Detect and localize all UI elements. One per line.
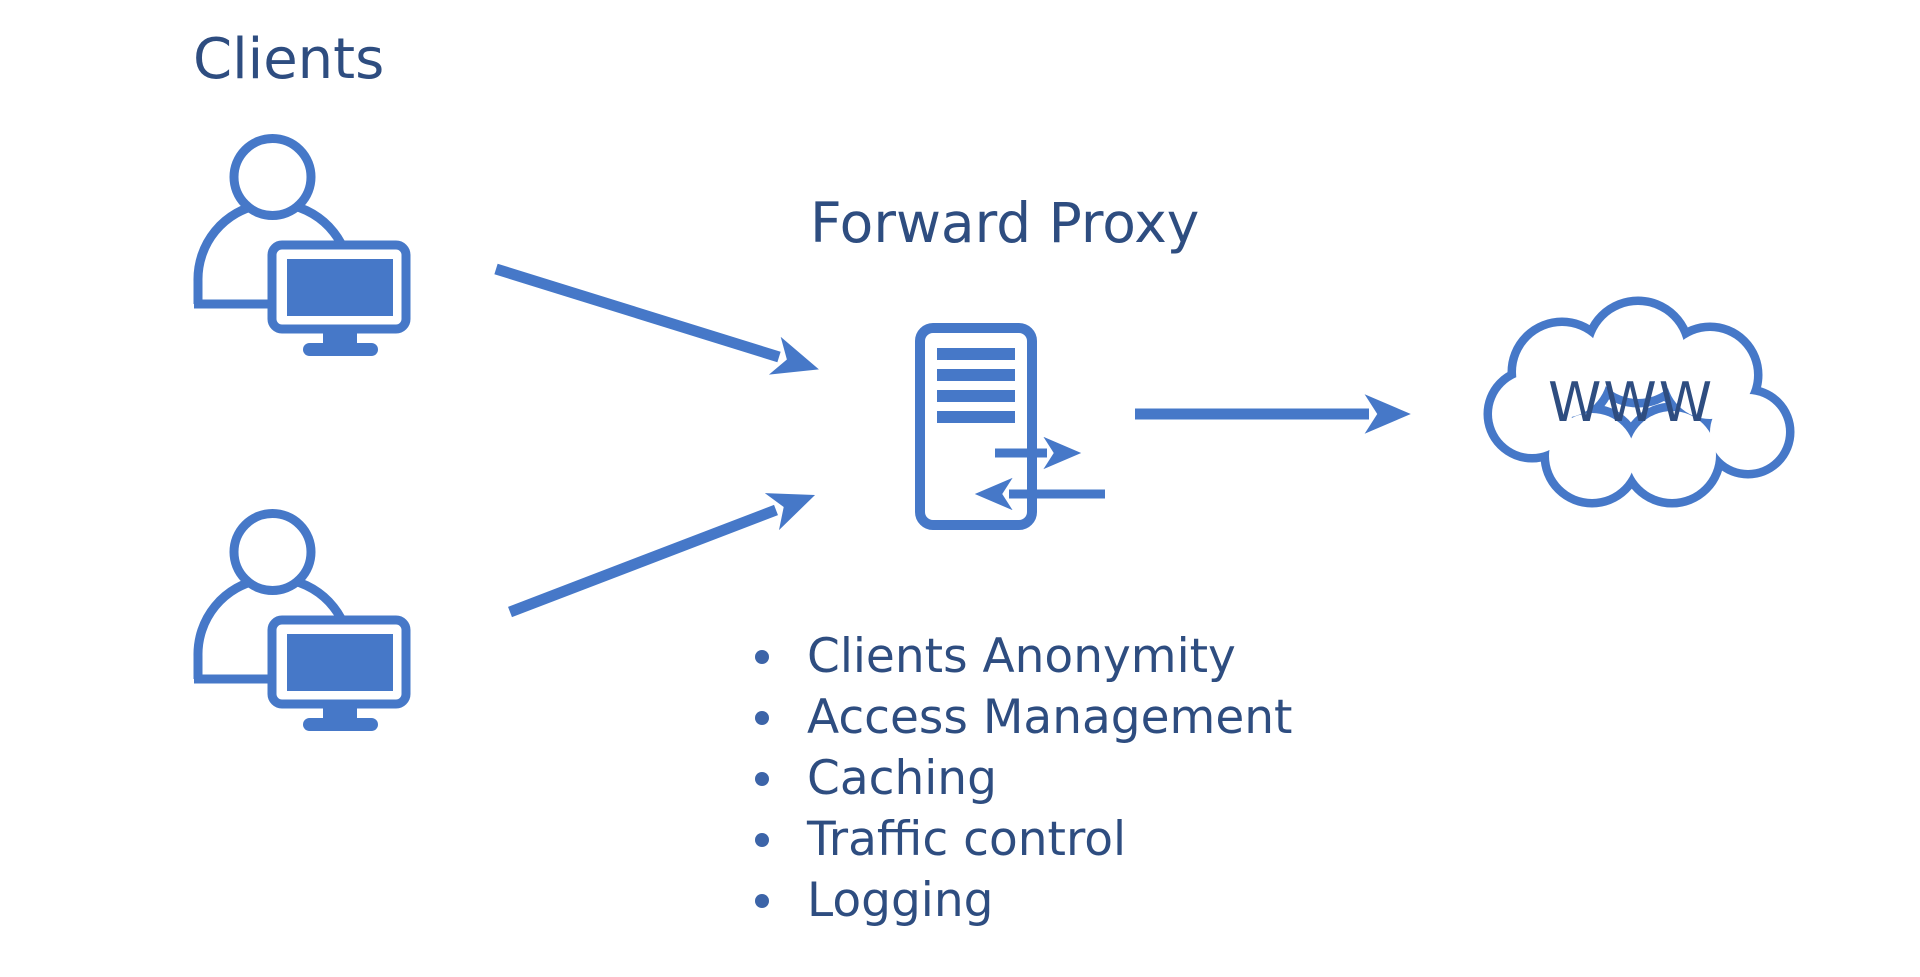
- bullet-icon: [755, 649, 769, 664]
- monitor-stand-base: [303, 343, 378, 356]
- person-head-icon: [229, 134, 316, 220]
- cloud-fill: [1492, 305, 1786, 499]
- feature-text: Caching: [807, 751, 997, 806]
- proxy-feature-list: Clients Anonymity Access Management Cach…: [744, 626, 1292, 931]
- www-label: WWW: [1548, 371, 1715, 434]
- clients-label: Clients: [193, 27, 385, 92]
- feature-text: Traffic control: [807, 812, 1127, 867]
- www-cloud-icon: [1483, 296, 1795, 508]
- bullet-icon: [755, 710, 769, 725]
- client-icon-1: [193, 134, 411, 356]
- arrow-client1-to-proxy: [494, 263, 819, 375]
- forward-proxy-label: Forward Proxy: [810, 191, 1200, 255]
- feature-text: Logging: [807, 873, 994, 928]
- server-vents: [937, 348, 1015, 423]
- feature-item: Caching: [744, 748, 1292, 809]
- proxy-server-icon: [915, 323, 1105, 530]
- bullet-icon: [755, 832, 769, 847]
- client-icon-2: [194, 514, 406, 732]
- arrow-client2-to-proxy: [508, 493, 816, 618]
- feature-item: Clients Anonymity: [744, 626, 1292, 687]
- monitor-screen: [287, 259, 393, 316]
- feature-item: Access Management: [744, 687, 1292, 748]
- bullet-icon: [755, 771, 769, 786]
- feature-item: Logging: [744, 870, 1292, 931]
- bullet-icon: [755, 893, 769, 908]
- monitor-stand-neck: [323, 332, 357, 345]
- feature-text: Access Management: [807, 690, 1293, 745]
- feature-text: Clients Anonymity: [807, 629, 1236, 684]
- feature-item: Traffic control: [744, 809, 1292, 870]
